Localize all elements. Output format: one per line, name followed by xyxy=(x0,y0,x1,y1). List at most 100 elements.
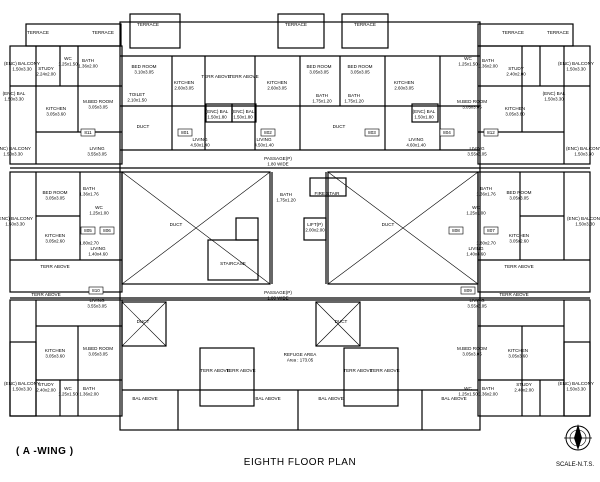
room-dimension: 1.75x1.20 xyxy=(312,99,332,104)
room-label: TERR ABOVE xyxy=(229,74,258,79)
room-label: LIVING xyxy=(469,298,484,303)
room-label: LIVING xyxy=(256,137,271,142)
room-dimension: 3.55x3.05 xyxy=(87,152,107,157)
enc-bal-2 xyxy=(231,103,257,123)
room-label: BATH xyxy=(83,186,95,191)
flat-number: 801 xyxy=(181,130,189,135)
duct-bottom-left xyxy=(121,301,167,347)
terr-above-bottom-b xyxy=(343,347,399,407)
duct-left-core xyxy=(121,171,271,285)
top-right-terrace xyxy=(477,23,574,47)
room-dimension: 1.50x3.30 xyxy=(12,387,32,392)
room-label: DUCT xyxy=(333,124,346,129)
flat-number-box xyxy=(177,128,193,137)
top-terrace-4 xyxy=(341,13,389,49)
room-dimension: 3.55x3.05 xyxy=(467,152,487,157)
room-dimension: 1.25x1.00 xyxy=(89,211,109,216)
flat-number-box xyxy=(80,128,96,137)
room-label: FIRE STAIR xyxy=(315,191,341,196)
room-dimension: 3.55x3.05 xyxy=(467,304,487,309)
room-dimension: 2.60x3.05 xyxy=(267,86,287,91)
room-label: BAL ABOVE xyxy=(318,396,343,401)
room-label: M.BED ROOM xyxy=(457,99,487,104)
terr-above-bottom-a xyxy=(199,347,255,407)
flat-number: 811 xyxy=(84,130,92,135)
room-label: (ENC) BAL xyxy=(413,109,436,114)
room-label: BED ROOM xyxy=(347,64,372,69)
room-dimension: 3.05x3.05 xyxy=(88,105,108,110)
top-terrace-3 xyxy=(277,13,325,49)
room-dimension: 1.50x1.80 xyxy=(233,115,253,120)
room-label: LIVING xyxy=(468,246,483,251)
room-dimension: 3.05x2.60 xyxy=(509,239,529,244)
room-label: TERR ABOVE xyxy=(31,292,60,297)
room-dimension: 2.00x2.00 xyxy=(305,228,325,233)
room-label: TERR ABOVE xyxy=(499,292,528,297)
flat-number-box xyxy=(364,128,380,137)
room-label: REFUGE AREA xyxy=(284,352,318,357)
room-label: KITCHEN xyxy=(509,233,529,238)
room-label: TERR ABOVE xyxy=(226,368,255,373)
scale-note: SCALE-N.T.S. xyxy=(556,462,595,468)
room-label: KITCHEN xyxy=(394,80,414,85)
room-label: WC xyxy=(472,205,480,210)
flat-bottom-right xyxy=(477,299,591,417)
room-label: (ENC) BALCONY xyxy=(558,61,594,66)
room-label: (ENC) BALCONY xyxy=(567,216,600,221)
room-label: (ENC) BALCONY xyxy=(4,381,40,386)
room-dimension: 1.25x1.50 xyxy=(58,392,78,397)
room-dimension: 2.60x3.05 xyxy=(174,86,194,91)
room-dimension: 1.50x3.30 xyxy=(575,222,595,227)
room-label: KITCHEN xyxy=(45,233,65,238)
room-label: TERRACE xyxy=(285,22,307,27)
flat-top-left xyxy=(9,45,123,165)
flat-number-box xyxy=(483,226,499,235)
room-label: BATH xyxy=(348,93,360,98)
room-dimension: 1.36x2.00 xyxy=(478,64,498,69)
room-label: (ENC) BAL xyxy=(3,91,26,96)
room-dimension: 1.40x4.60 xyxy=(466,252,486,257)
room-label: PASSAGE(P) xyxy=(264,156,292,161)
room-label: BATH xyxy=(280,192,292,197)
room-label: LIVING xyxy=(90,246,105,251)
room-dimension: 2.40x2.00 xyxy=(514,388,534,393)
room-label: (ENC) BAL xyxy=(206,109,229,114)
fire-stair-box xyxy=(309,177,347,197)
room-dimension: 1.80 WIDE xyxy=(267,296,288,301)
flat-number: 805 xyxy=(84,228,92,233)
room-label: BATH xyxy=(316,93,328,98)
room-label: BED ROOM xyxy=(506,190,531,195)
room-label: (ENC) BAL xyxy=(232,109,255,114)
room-dimension: 1.80x2.70 xyxy=(476,241,496,246)
room-label: LIVING xyxy=(89,298,104,303)
room-dimension: 3.05x3.60 xyxy=(508,354,528,359)
room-dimension: 3.05x3.05 xyxy=(462,352,482,357)
room-dimension: 3.05x3.05 xyxy=(309,70,329,75)
room-dimension: 3.10x3.05 xyxy=(134,70,154,75)
room-label: (ENC) BAL xyxy=(543,91,566,96)
room-dimension: 1.36x2.00 xyxy=(478,392,498,397)
room-dimension: 1.25x1.50 xyxy=(58,62,78,67)
room-label: TERRACE xyxy=(27,30,49,35)
wing-label: ( A -WING ) xyxy=(16,446,74,457)
room-dimension: 1.36x2.00 xyxy=(78,64,98,69)
flat-number: 807 xyxy=(487,228,495,233)
flat-number-box xyxy=(260,128,276,137)
room-dimension: 1.25x1.50 xyxy=(458,62,478,67)
central-block-outline xyxy=(119,21,481,431)
room-label: STUDY xyxy=(38,66,54,71)
room-dimension: 3.05x3.05 xyxy=(462,105,482,110)
room-label: (ENC) BALCONY xyxy=(558,381,594,386)
room-dimension: 1.75x1.20 xyxy=(344,99,364,104)
room-label: KITCHEN xyxy=(267,80,287,85)
room-dimension: 1.50x1.80 xyxy=(414,115,434,120)
room-label: BATH xyxy=(480,186,492,191)
room-dimension: 3.05x3.05 xyxy=(350,70,370,75)
room-label: KITCHEN xyxy=(45,348,65,353)
flat-number: 803 xyxy=(368,130,376,135)
flat-number-box xyxy=(460,286,476,295)
flat-number: 802 xyxy=(264,130,272,135)
room-label: KITCHEN xyxy=(46,106,66,111)
flat-number: 804 xyxy=(443,130,451,135)
